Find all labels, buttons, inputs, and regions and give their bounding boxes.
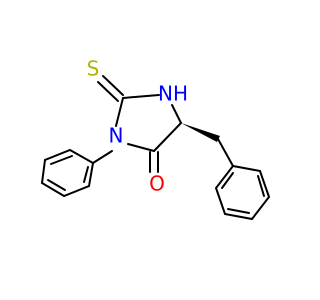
bond-c5-c4 (153, 122, 182, 152)
bond-nh-c5 (171, 104, 182, 124)
atom-label-nitrogen: N (109, 124, 124, 148)
bond-n3-c2 (115, 97, 124, 127)
bond-n-phenyl (92, 150, 113, 164)
thione-double-bond (97, 75, 124, 102)
n-phenyl-ring (40, 148, 95, 198)
imidazolidinone-ring (115, 94, 182, 152)
stereo-wedge-bond (181, 123, 220, 142)
bond-c2-nh (122, 94, 160, 99)
atom-label-sulfur: S (87, 57, 100, 81)
benzyl-phenyl-ring (214, 164, 271, 221)
bond-c4-n3 (127, 143, 155, 152)
atom-label-oxygen: O (149, 172, 165, 196)
bond-ch2-phenyl (217, 138, 234, 167)
carbonyl-double-bond (149, 151, 159, 173)
atom-label-nh: NH (158, 82, 188, 106)
chemical-structure-diagram: S NH N O (40, 56, 271, 221)
